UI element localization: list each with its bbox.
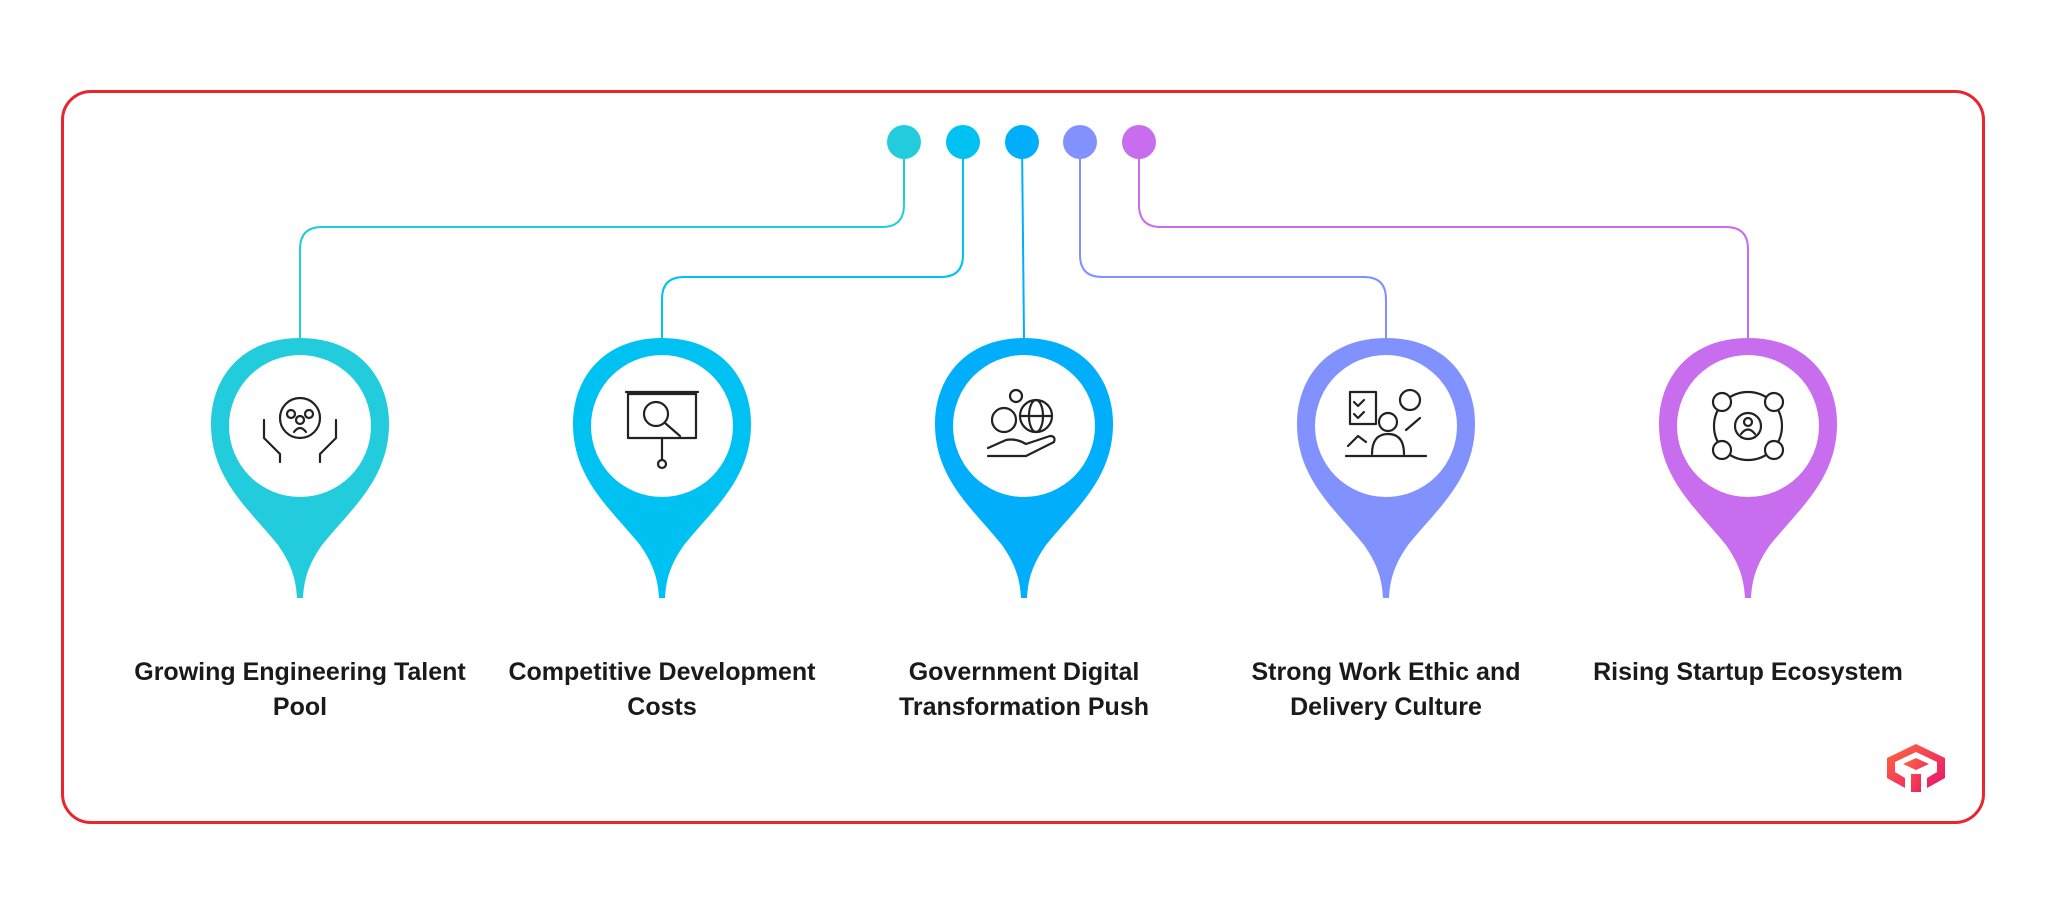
item-label-3: Government Digital Transformation Push bbox=[898, 658, 1150, 721]
pin-inner-circle-4 bbox=[1315, 355, 1457, 497]
connector-line-2 bbox=[661, 142, 964, 338]
connector-line-5 bbox=[1138, 142, 1749, 338]
item-label-4: Strong Work Ethic and Delivery Culture bbox=[1251, 658, 1521, 721]
item-label-5: Rising Startup Ecosystem bbox=[1593, 658, 1903, 686]
step-dot-4 bbox=[1063, 125, 1097, 159]
pin-inner-circle-2 bbox=[591, 355, 733, 497]
brand-logo-icon bbox=[1887, 744, 1945, 792]
step-dot-2 bbox=[946, 125, 980, 159]
step-dot-1 bbox=[887, 125, 921, 159]
item-label-2: Competitive Development Costs bbox=[508, 658, 816, 721]
diagram-frame bbox=[61, 90, 1985, 824]
talent-hands-people-icon bbox=[262, 396, 338, 464]
step-dot-5 bbox=[1122, 125, 1156, 159]
pin-inner-circle-1 bbox=[229, 355, 371, 497]
step-dot-3 bbox=[1005, 125, 1039, 159]
connector-line-1 bbox=[299, 142, 905, 338]
ai-globe-hand-icon bbox=[986, 388, 1056, 458]
startup-network-icon bbox=[1711, 390, 1785, 462]
presentation-analysis-icon bbox=[624, 390, 700, 470]
worker-checklist-clock-icon bbox=[1344, 388, 1428, 458]
connector-line-3 bbox=[1021, 141, 1025, 339]
connector-line-4 bbox=[1079, 142, 1387, 338]
item-label-1: Growing Engineering Talent Pool bbox=[134, 658, 466, 721]
